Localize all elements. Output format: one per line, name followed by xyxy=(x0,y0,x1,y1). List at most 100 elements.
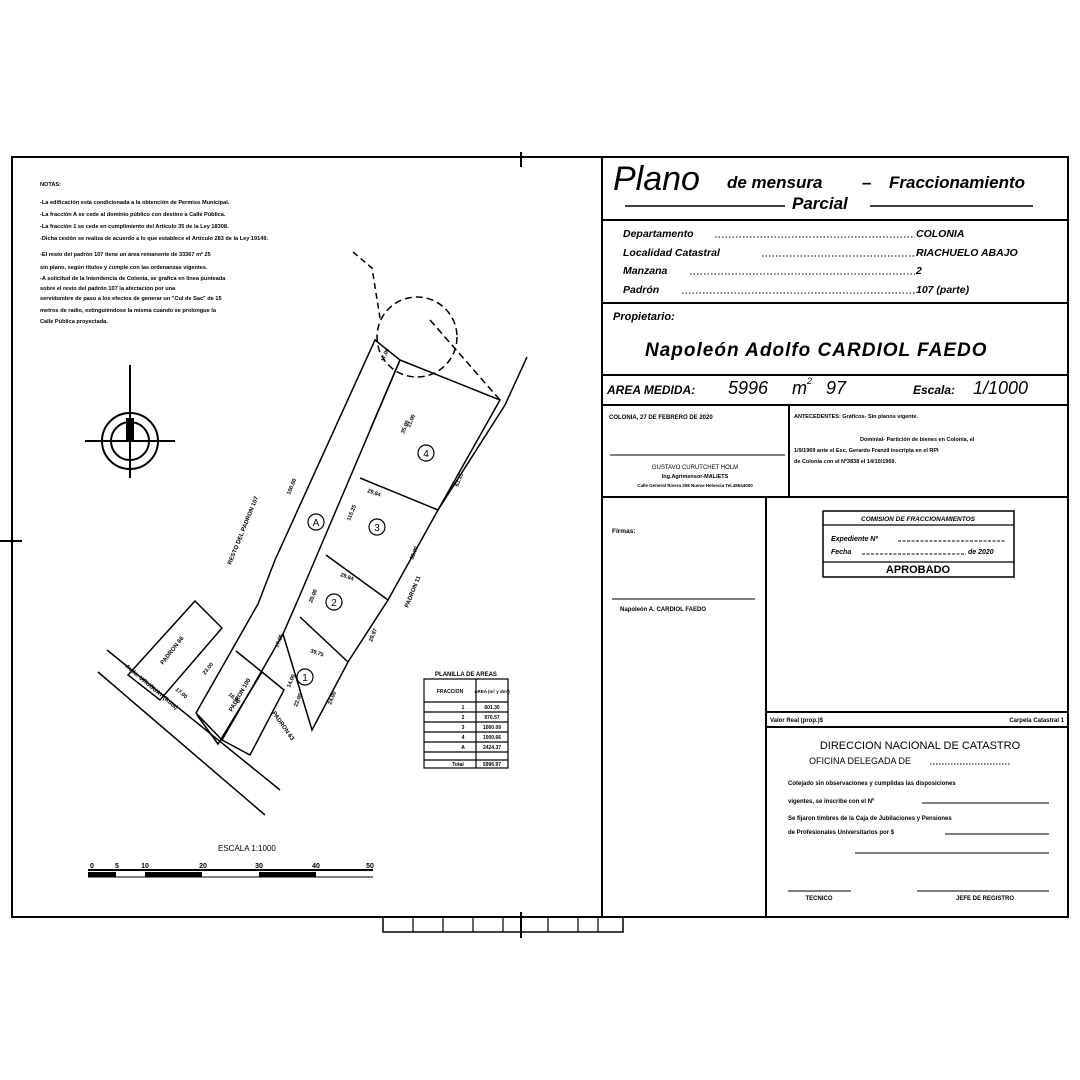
north-arrow-icon xyxy=(85,365,175,478)
scale-bar xyxy=(88,869,373,878)
note-line: servidumbre de paso a los efectos de gen… xyxy=(40,296,222,302)
avenida-line xyxy=(106,649,281,791)
title-dash: – xyxy=(862,173,871,192)
note-line: -El resto del padrón 107 tiene un área r… xyxy=(40,251,211,258)
areas-row-a: 970.57 xyxy=(484,715,500,721)
firmas-label: Firmas: xyxy=(612,528,635,535)
note-line: metros de radio, extinguiéndose la misma… xyxy=(40,308,217,314)
dim-label: 17.00 xyxy=(274,634,285,649)
area-sup: 2 xyxy=(806,376,812,386)
padron-11-label: PADRON 11 xyxy=(404,575,422,609)
catastro-text: de Profesionales Universitarios por $ xyxy=(788,830,895,836)
commission-box xyxy=(822,510,1015,578)
note-line: -Dicha cesión se realiza de acuerdo a lo… xyxy=(40,236,268,242)
location-label: Departamento xyxy=(623,228,694,240)
areas-table xyxy=(423,678,509,769)
catastro-direccion: DIRECCION NACIONAL DE CATASTRO xyxy=(820,740,1021,752)
notes-block: NOTAS: -La edificación esta condicionada… xyxy=(40,182,268,325)
easement-dashed-line xyxy=(429,319,501,401)
scale-bar-label: ESCALA 1:1000 xyxy=(218,844,276,853)
commission-expediente: Expediente Nº xyxy=(831,536,878,543)
areas-row-f: 4 xyxy=(462,735,465,741)
catastro-jefe: JEFE DE REGISTRO xyxy=(956,896,1014,902)
areas-row-f: A xyxy=(461,745,465,751)
dim-label: 24.00 xyxy=(327,691,338,706)
surveyor-date: COLONIA, 27 DE FEBRERO DE 2020 xyxy=(609,415,713,421)
areas-row-a: 5996.97 xyxy=(483,762,501,768)
title-de-mensura: de mensura xyxy=(727,173,822,192)
scale-tick: 20 xyxy=(199,863,207,870)
area-value: 5996 xyxy=(728,378,769,398)
surveyor-title: Ing.Agrimensor-MALIETS xyxy=(662,474,729,480)
commission-title: COMISION DE FRACCIONAMIENTOS xyxy=(861,516,976,523)
areas-row-a: 1000.09 xyxy=(483,725,501,731)
fraccion-4-label: 4 xyxy=(423,449,429,460)
catastro-text: Cotejado sin observaciones y cumplidas l… xyxy=(788,781,956,787)
notes-heading: NOTAS: xyxy=(40,182,61,188)
catastro-text: Se fijaron timbres de la Caja de Jubilac… xyxy=(788,816,952,822)
dim-label: 29.84 xyxy=(366,488,382,499)
location-value: 2 xyxy=(915,265,922,277)
areas-row-a: 601.30 xyxy=(484,705,500,711)
antecedentes-line: Dominial- Partición de bienes en Colonia… xyxy=(860,437,975,443)
scale-tick: 5 xyxy=(115,863,119,870)
dim-label: 35.00 xyxy=(400,420,411,435)
note-line: -La fracción A se cede al dominio públic… xyxy=(40,212,226,218)
scale-tick: 30 xyxy=(255,863,263,870)
dim-label: 63.15 xyxy=(454,473,465,488)
areas-table-col2: AREA (m² y dm²) xyxy=(474,689,510,694)
dim-label: 20.00 xyxy=(308,589,319,604)
scale-tick: 0 xyxy=(90,863,94,870)
fraction-markers xyxy=(296,444,435,686)
avenida-line xyxy=(97,671,266,816)
padron-63-label: PADRON 63 xyxy=(270,711,295,743)
location-label: Padrón xyxy=(623,284,659,296)
dim-label: 29.87 xyxy=(368,628,379,643)
areas-row-f: Total xyxy=(452,762,464,768)
area-unit: m xyxy=(792,378,807,398)
areas-row-f: 3 xyxy=(462,725,465,731)
dim-label: 100.00 xyxy=(286,478,298,496)
carpeta-catastral: Carpeta Catastral 1 xyxy=(1009,718,1064,724)
title-fraccionamiento: Fraccionamiento xyxy=(889,173,1025,192)
padron-66-label: PADRON 66 xyxy=(160,635,186,666)
note-leader xyxy=(352,251,381,319)
location-value: 107 (parte) xyxy=(916,284,970,296)
catastro-text: vigentes, se inscribe con el Nº xyxy=(788,799,875,805)
owner-name: Napoleón Adolfo CARDIOL FAEDO xyxy=(645,340,988,361)
area-label: AREA MEDIDA: xyxy=(606,383,695,397)
area-decimals: 97 xyxy=(826,378,847,398)
scale-tick: 10 xyxy=(141,863,149,870)
note-line: sin plano, según títulos y cumple con la… xyxy=(40,265,208,271)
antecedentes-line: ANTECEDENTES: Gráficos- Sin planos vigen… xyxy=(794,414,919,420)
areas-table-col1: FRACCION xyxy=(437,689,464,695)
dim-label: 31.00 xyxy=(406,414,417,429)
areas-row-f: 2 xyxy=(462,715,465,721)
note-line: -La fracción 1 se cede en cumplimiento d… xyxy=(40,224,229,230)
padron-66-boundary xyxy=(126,599,224,702)
fraccion-2-label: 2 xyxy=(331,598,337,609)
location-value: RIACHUELO ABAJO xyxy=(916,247,1018,259)
dim-label: 14.00 xyxy=(286,674,297,689)
antecedentes-line: de Colonia con el Nº3838 el 14/10/1969. xyxy=(794,459,896,465)
dim-label: 17.00 xyxy=(174,687,188,700)
commission-year: de 2020 xyxy=(968,549,994,556)
catastro-tecnico: TECNICO xyxy=(806,896,833,902)
scale-label: Escala: xyxy=(913,383,955,397)
note-line: sobre el resto del padrón 107 la afectac… xyxy=(40,286,176,292)
cul-de-sac-circle xyxy=(376,296,458,378)
fraccion-3-label: 3 xyxy=(374,523,380,534)
padron-63-boundary xyxy=(221,671,285,757)
location-label: Manzana xyxy=(623,265,668,277)
padron-11-line xyxy=(437,356,528,511)
dim-label: 23.00 xyxy=(202,662,215,677)
note-line: Calle Pública proyectada. xyxy=(40,319,108,325)
fraccion-1-label: 1 xyxy=(302,673,308,684)
antecedentes-line: 1/9/1969 ante el Esc. Gerardo Franzil in… xyxy=(794,448,939,454)
dim-label: 30.00 xyxy=(409,546,420,561)
note-line: -La edificación esta condicionada a la o… xyxy=(40,200,230,206)
areas-row-a: 2424.37 xyxy=(483,745,501,751)
dim-label: 115.25 xyxy=(346,504,358,522)
owner-label: Propietario: xyxy=(613,311,675,323)
